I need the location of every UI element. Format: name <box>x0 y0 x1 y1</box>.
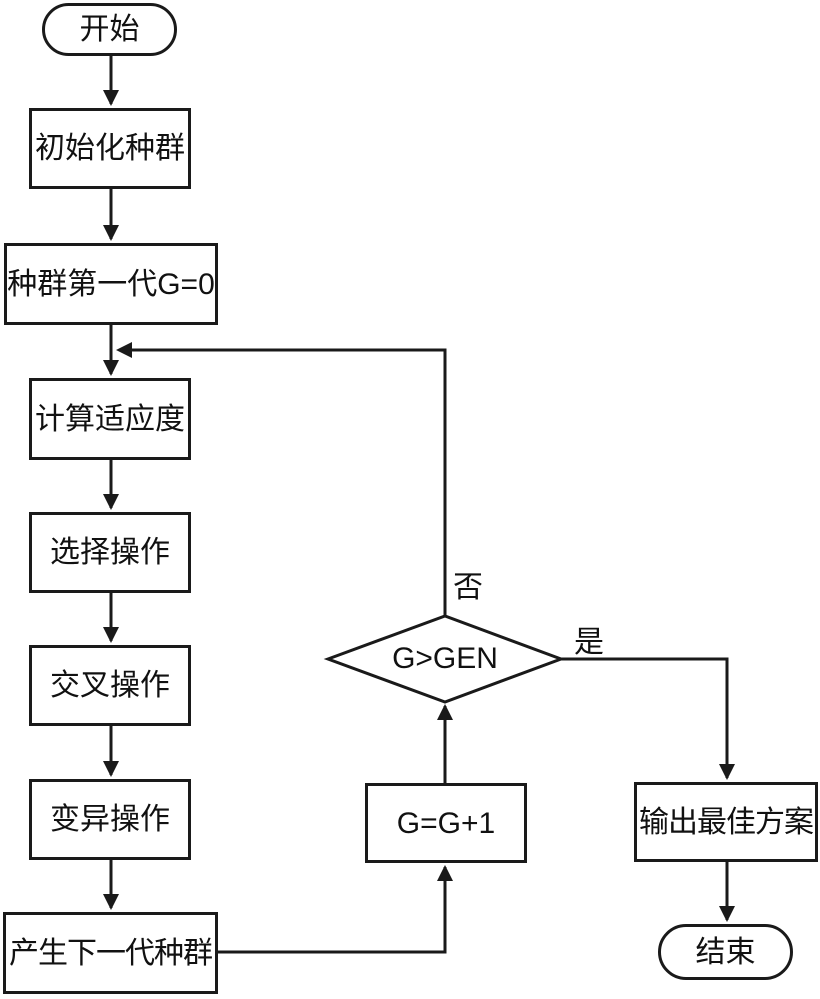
node-selection-operation: 选择操作 <box>29 512 191 593</box>
node-init-population: 初始化种群 <box>29 108 191 189</box>
node-increment-counter: G=G+1 <box>365 783 527 863</box>
decision-condition-label: G>GEN <box>392 642 498 675</box>
branch-label-no: 否 <box>453 571 483 604</box>
decision-diamond-shape <box>323 614 566 704</box>
node-compute-fitness: 计算适应度 <box>29 378 191 460</box>
node-end: 结束 <box>658 924 793 980</box>
node-next-generation: 产生下一代种群 <box>3 912 218 994</box>
node-generation-zero: 种群第一代G=0 <box>4 243 218 325</box>
node-crossover-operation: 交叉操作 <box>29 645 191 726</box>
node-mutation-operation: 变异操作 <box>29 779 191 860</box>
node-output-best-solution: 输出最佳方案 <box>634 782 818 862</box>
branch-label-yes: 是 <box>574 626 604 659</box>
node-start: 开始 <box>42 3 177 56</box>
